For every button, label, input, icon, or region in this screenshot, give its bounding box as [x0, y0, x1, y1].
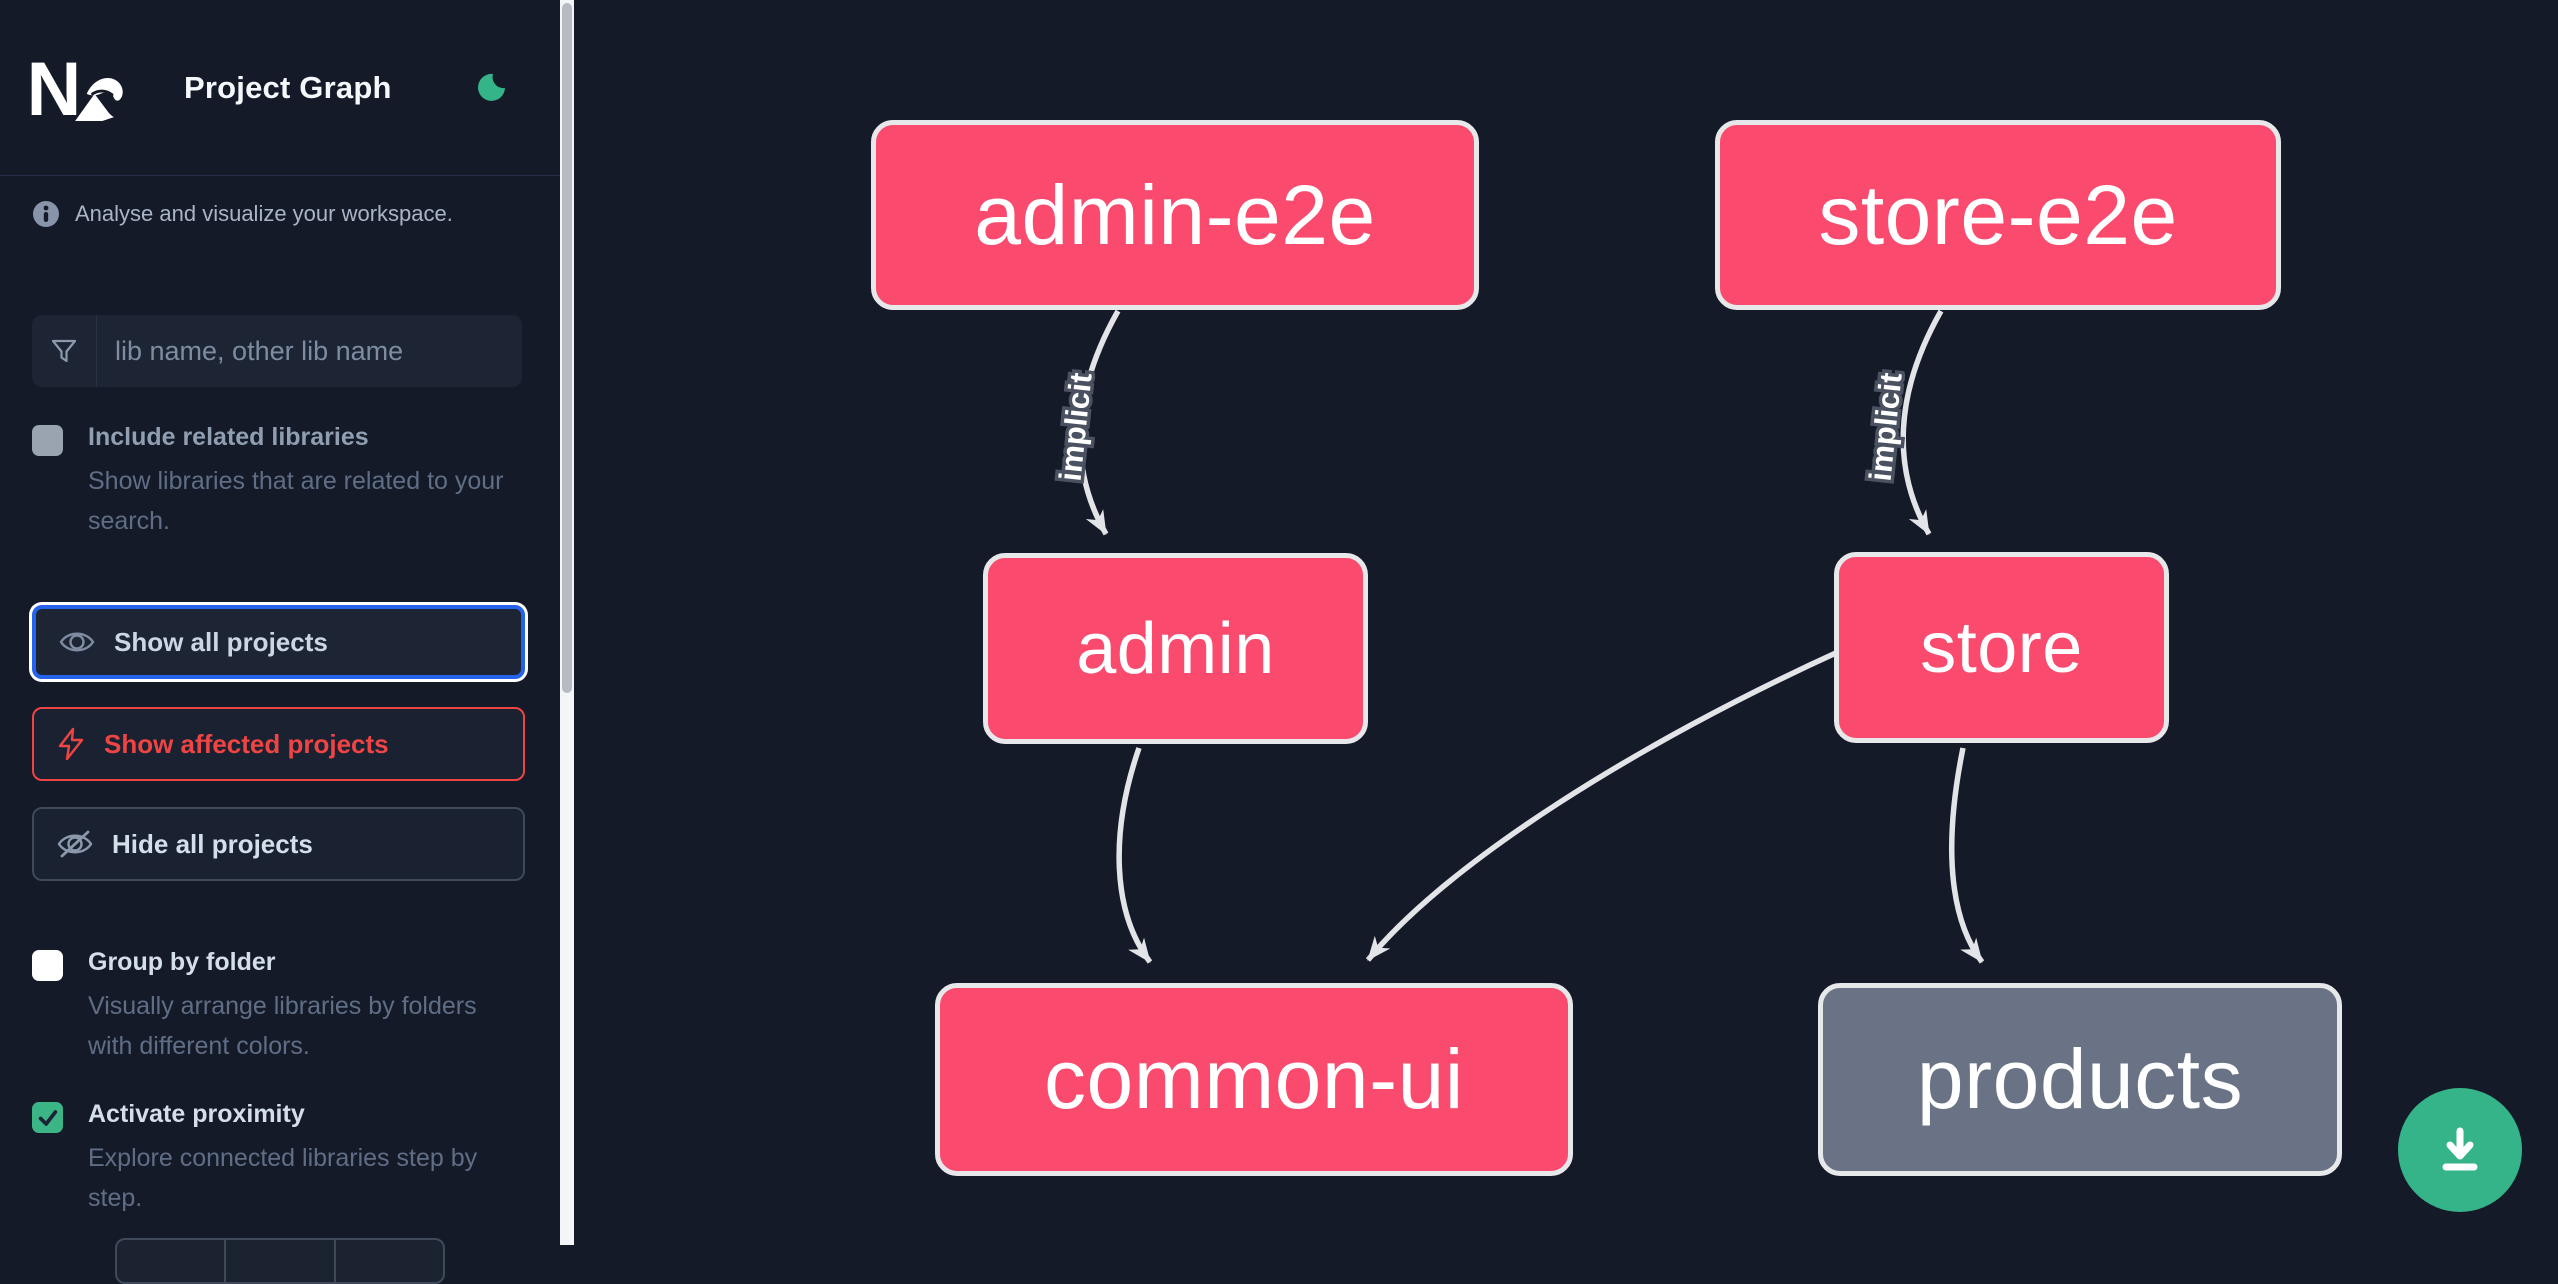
checkbox-description: Visually arrange libraries by folders wi… — [88, 992, 477, 1060]
bolt-icon — [58, 727, 84, 761]
sidebar: N Project Graph Analyse and visualize yo… — [0, 0, 560, 1284]
workspace-tagline: Analyse and visualize your workspace. — [32, 200, 453, 228]
edge-store-common-ui — [1365, 649, 1840, 962]
checkbox-label: Activate proximity — [88, 1100, 305, 1128]
page-title: Project Graph — [184, 69, 392, 105]
activate-proximity-checkbox[interactable] — [32, 1102, 63, 1133]
sidebar-scrollbar-track — [560, 0, 574, 1245]
checkbox-label: Include related libraries — [88, 423, 369, 451]
node-store[interactable]: store — [1834, 552, 2169, 743]
show-affected-projects-button[interactable]: Show affected projects — [32, 707, 525, 781]
checkbox-description: Explore connected libraries step by step… — [88, 1144, 478, 1212]
filter-input[interactable] — [97, 335, 522, 367]
download-icon — [2442, 1127, 2478, 1171]
graph-edges-layer: implicit implicit — [1049, 309, 1985, 964]
edge-store-products — [1949, 747, 1985, 964]
edge-label-implicit-1: implicit — [1052, 371, 1098, 483]
edge-admin-e2e-admin — [1077, 309, 1121, 536]
eye-off-icon — [57, 830, 93, 858]
svg-text:N: N — [30, 55, 81, 121]
stepper-segment[interactable] — [117, 1240, 227, 1282]
node-products[interactable]: products — [1818, 983, 2342, 1176]
node-label: admin-e2e — [974, 167, 1376, 262]
node-label: store — [1920, 607, 2083, 688]
sidebar-header: N Project Graph — [0, 0, 560, 176]
show-all-projects-button[interactable]: Show all projects — [32, 605, 525, 679]
tagline-text: Analyse and visualize your workspace. — [75, 201, 453, 226]
activate-proximity-row: Activate proximity Explore connected lib… — [32, 1100, 528, 1218]
info-icon — [33, 201, 59, 227]
dark-mode-toggle[interactable] — [472, 70, 508, 106]
button-label: Show all projects — [114, 626, 328, 657]
hide-all-projects-button[interactable]: Hide all projects — [32, 807, 525, 881]
sidebar-scrollbar-thumb[interactable] — [562, 3, 572, 693]
node-common-ui[interactable]: common-ui — [935, 983, 1573, 1176]
include-related-libraries-row: Include related libraries Show libraries… — [32, 423, 528, 541]
stepper-segment[interactable] — [336, 1240, 443, 1282]
edge-admin-common-ui — [1116, 747, 1153, 964]
nx-logo: N — [30, 55, 123, 121]
group-by-folder-checkbox[interactable] — [32, 950, 63, 981]
edge-store-e2e-store — [1900, 309, 1944, 536]
button-label: Show affected projects — [104, 728, 389, 759]
checkbox-label: Group by folder — [88, 948, 276, 976]
eye-icon — [59, 632, 95, 652]
checkbox-description: Show libraries that are related to your … — [88, 467, 504, 535]
graph-canvas[interactable]: implicit implicit admin-e2e store-e2e ad… — [0, 0, 2558, 1245]
node-label: store-e2e — [1818, 167, 2178, 262]
group-by-folder-row: Group by folder Visually arrange librari… — [32, 948, 528, 1066]
node-label: common-ui — [1044, 1032, 1464, 1126]
button-label: Hide all projects — [112, 828, 313, 859]
node-label: admin — [1076, 608, 1275, 689]
project-filter — [32, 315, 522, 387]
node-label: products — [1916, 1032, 2244, 1126]
stepper-segment[interactable] — [226, 1240, 336, 1282]
node-admin-e2e[interactable]: admin-e2e — [871, 120, 1479, 310]
node-store-e2e[interactable]: store-e2e — [1715, 120, 2281, 310]
check-icon — [38, 1109, 57, 1126]
node-admin[interactable]: admin — [983, 553, 1368, 744]
edge-label-implicit-2: implicit — [1862, 371, 1908, 483]
funnel-icon — [32, 315, 97, 387]
include-related-checkbox[interactable] — [32, 425, 63, 456]
download-graph-button[interactable] — [2398, 1088, 2522, 1212]
